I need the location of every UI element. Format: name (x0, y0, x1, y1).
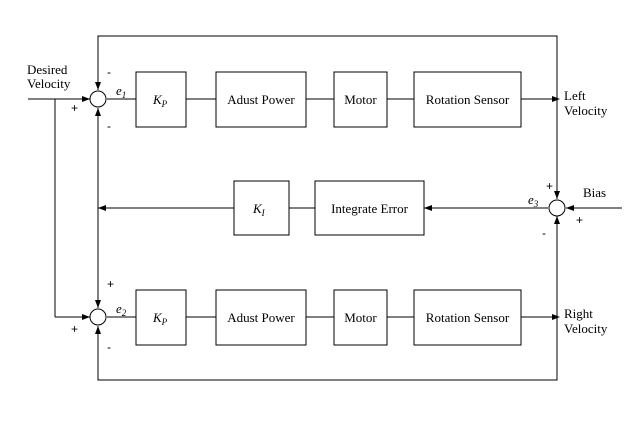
right-velocity-feedback-wire (97, 317, 558, 381)
arrow-into-e3-bottom (554, 216, 560, 224)
motor-label-top: Motor (344, 92, 377, 107)
top-path: KP Adust Power Motor Rotation Sensor (135, 71, 522, 128)
ki-block (233, 180, 290, 236)
rotation-sensor-label-top: Rotation Sensor (426, 92, 510, 107)
arrow-into-integrate-error (424, 205, 432, 211)
e2-bottom-sign: - (107, 340, 111, 354)
integrate-error-block (314, 180, 425, 236)
arrowheads (82, 82, 574, 334)
desired-velocity-label-line2: Velocity (27, 76, 71, 91)
signal-wires (28, 35, 622, 381)
summing-junction-e3 (548, 199, 566, 217)
kp-block-top (135, 71, 187, 128)
e1-bottom-sign: - (107, 119, 111, 133)
arrow-into-e1-bottom (95, 108, 101, 116)
kp-block-bottom (135, 289, 187, 346)
integral-path: KI Integrate Error (233, 180, 425, 236)
adjust-power-block-top (215, 71, 307, 128)
summing-junction-e1 (89, 90, 107, 108)
kp-label-bottom: KP (152, 310, 168, 327)
e3-label: e3 (528, 192, 539, 209)
adjust-power-label-top: Adust Power (227, 92, 295, 107)
ki-label: KI (252, 201, 266, 218)
e1-left-sign: + (71, 101, 78, 115)
e1-top-sign: - (107, 65, 111, 79)
arrow-ki-output (98, 205, 106, 211)
e3-right-sign: + (576, 213, 583, 227)
e2-left-sign: + (71, 322, 78, 336)
arrow-into-e2-bottom (95, 326, 101, 334)
desired-velocity-label-line1: Desired (27, 62, 68, 77)
arrow-right-velocity-out (552, 314, 560, 320)
adjust-power-block-bottom (215, 289, 307, 346)
left-velocity-label-line1: Left (564, 88, 586, 103)
arrow-into-e3-top (554, 191, 560, 199)
bottom-path: KP Adust Power Motor Rotation Sensor (135, 289, 522, 346)
e1-label: e1 (116, 83, 126, 100)
arrow-into-e3-right (566, 205, 574, 211)
arrow-left-velocity-out (552, 96, 560, 102)
arrow-into-e1-top (95, 82, 101, 90)
e3-bottom-sign: - (542, 226, 546, 240)
motor-block-top (333, 71, 388, 128)
rotation-sensor-label-bottom: Rotation Sensor (426, 310, 510, 325)
kp-label-top: KP (152, 92, 168, 109)
right-velocity-label-line2: Velocity (564, 321, 608, 336)
left-velocity-label-line2: Velocity (564, 103, 608, 118)
right-velocity-label-line1: Right (564, 306, 593, 321)
left-velocity-feedback-wire (97, 35, 558, 99)
e2-top-sign: + (107, 277, 114, 291)
arrow-into-e1-left (82, 96, 90, 102)
e2-label: e2 (116, 301, 127, 318)
arrow-into-e2-top (95, 300, 101, 308)
motor-label-bottom: Motor (344, 310, 377, 325)
bias-label: Bias (583, 185, 606, 200)
rotation-sensor-block-top (413, 71, 522, 128)
e3-top-sign: + (546, 179, 553, 193)
rotation-sensor-block-bottom (413, 289, 522, 346)
summing-junction-e2 (89, 308, 107, 326)
integrate-error-label: Integrate Error (331, 201, 409, 216)
arrow-into-e2-left (82, 314, 90, 320)
adjust-power-label-bottom: Adust Power (227, 310, 295, 325)
motor-block-bottom (333, 289, 388, 346)
